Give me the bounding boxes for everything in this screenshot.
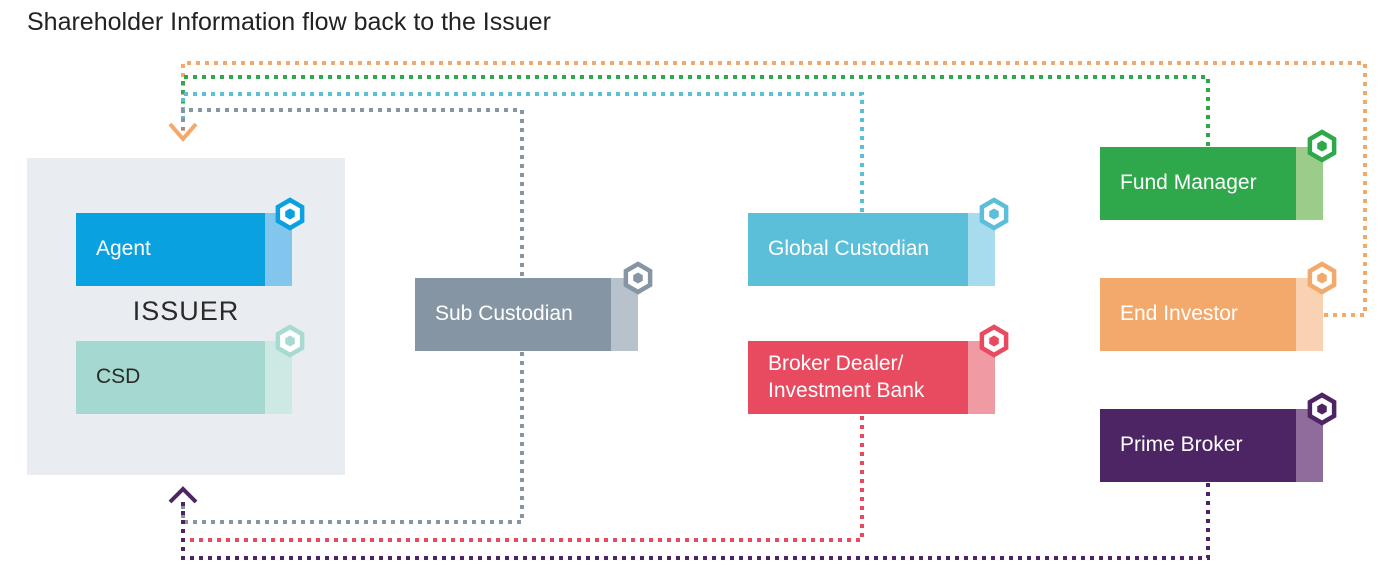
- agent-face: Agent: [76, 213, 265, 286]
- global-custodian-hex-icon: [977, 197, 1011, 231]
- sub-custodian-face: Sub Custodian: [415, 278, 611, 351]
- agent-label: Agent: [96, 237, 151, 261]
- prime-broker-hex-icon: [1305, 392, 1339, 426]
- broker-dealer-face: Broker Dealer/ Investment Bank: [748, 341, 968, 414]
- diagram-title: Shareholder Information flow back to the…: [27, 8, 551, 36]
- flow-line-end-investor: [181, 61, 1367, 317]
- prime-broker-box[interactable]: Prime Broker: [1100, 409, 1323, 482]
- flow-line-prime-broker: [181, 483, 1210, 560]
- broker-dealer-label-line2: Investment Bank: [768, 378, 925, 402]
- global-custodian-box[interactable]: Global Custodian: [748, 213, 995, 286]
- end-investor-hex-icon: [1305, 261, 1339, 295]
- csd-label: CSD: [96, 365, 141, 389]
- end-investor-label: End Investor: [1120, 302, 1238, 326]
- agent-box[interactable]: Agent: [76, 213, 292, 286]
- csd-face: CSD: [76, 341, 265, 414]
- arrow-down-into-issuer: [168, 122, 198, 143]
- broker-dealer-hex-icon: [977, 324, 1011, 358]
- sub-custodian-label: Sub Custodian: [435, 302, 573, 326]
- prime-broker-label: Prime Broker: [1120, 433, 1243, 457]
- csd-box[interactable]: CSD: [76, 341, 292, 414]
- global-custodian-face: Global Custodian: [748, 213, 968, 286]
- end-investor-box[interactable]: End Investor: [1100, 278, 1323, 351]
- flow-line-sub-custodian-top: [181, 108, 524, 276]
- agent-hex-icon: [273, 197, 307, 231]
- broker-dealer-box[interactable]: Broker Dealer/ Investment Bank: [748, 341, 995, 414]
- fund-manager-face: Fund Manager: [1100, 147, 1296, 220]
- flow-line-global-custodian: [181, 92, 864, 212]
- arrow-up-into-issuer: [168, 486, 198, 504]
- fund-manager-hex-icon: [1305, 129, 1339, 163]
- broker-dealer-label-line1: Broker Dealer/: [768, 352, 904, 376]
- sub-custodian-box[interactable]: Sub Custodian: [415, 278, 638, 351]
- sub-custodian-hex-icon: [621, 261, 655, 295]
- fund-manager-box[interactable]: Fund Manager: [1100, 147, 1323, 220]
- prime-broker-face: Prime Broker: [1100, 409, 1296, 482]
- csd-hex-icon: [273, 324, 307, 358]
- global-custodian-label: Global Custodian: [768, 237, 930, 261]
- issuer-label: ISSUER: [132, 296, 240, 326]
- end-investor-face: End Investor: [1100, 278, 1296, 351]
- flow-line-sub-custodian-bottom: [181, 352, 524, 524]
- fund-manager-label: Fund Manager: [1120, 171, 1257, 195]
